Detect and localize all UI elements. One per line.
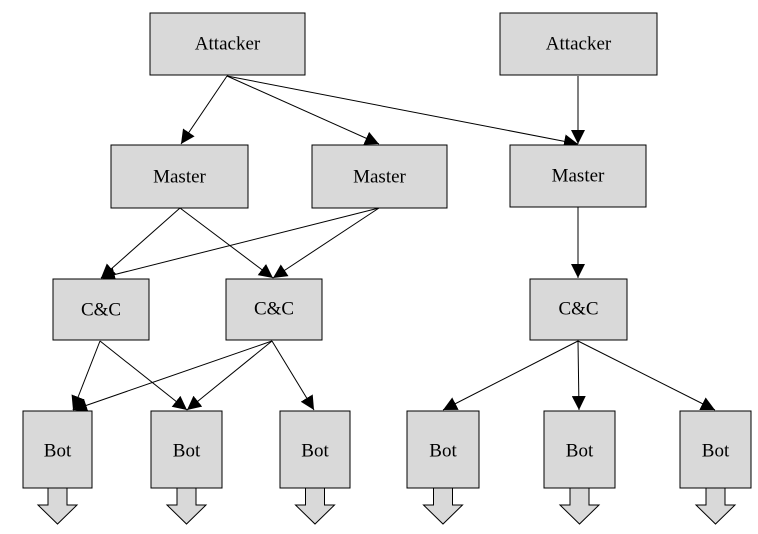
node-label: Bot [702,441,730,462]
outflow-arrow-icon [422,487,464,525]
node-label: C&C [254,299,294,320]
edge-master-1-to-cnc-2 [179,207,274,279]
edges-layer [71,75,716,413]
edge-cnc-3-to-bot-4 [442,340,579,411]
node-label: C&C [81,300,121,321]
node-label: Bot [301,441,329,462]
edge-cnc-1-to-bot-2 [99,340,188,411]
node-label: Master [353,167,406,188]
bot-node-1: Bot [22,410,93,525]
node-label: Bot [173,441,201,462]
bot-node-6: Bot [679,410,752,525]
node-label: Bot [566,441,594,462]
bot-node-3: Bot [279,410,351,525]
master-node-3: Master [509,144,647,208]
edge-master-1-to-cnc-1 [100,207,181,279]
cnc-node-3: C&C [529,278,628,341]
outflow-arrow-icon [165,487,208,525]
node-label: Attacker [195,34,261,55]
outflow-arrow-icon [694,487,737,525]
outflow-arrow-icon [558,487,601,525]
cnc-node-2: C&C [225,278,323,341]
edge-attacker-left-to-master-2 [226,75,380,145]
bot-node-4: Bot [406,410,480,525]
edge-attacker-left-to-master-1 [180,75,228,145]
node-label: Attacker [546,34,612,55]
bot-node-2: Bot [150,410,223,525]
node-label: Master [552,166,605,187]
edge-cnc-3-to-bot-6 [577,340,716,411]
edge-master-2-to-cnc-2 [272,207,380,279]
node-label: Master [153,167,206,188]
cnc-node-1: C&C [52,278,150,341]
master-node-2: Master [311,144,448,209]
node-label: Bot [44,441,72,462]
outflow-arrow-icon [294,487,336,525]
node-label: Bot [429,441,457,462]
edge-cnc-2-to-bot-1 [72,340,273,413]
outflow-arrow-icon [36,487,79,525]
edge-cnc-2-to-bot-3 [271,340,315,411]
edge-attacker-left-to-master-3 [226,75,579,149]
node-label: C&C [558,299,598,320]
master-node-1: Master [110,144,249,209]
attacker-node-right: Attacker [499,12,658,76]
attacker-node-left: Attacker [149,12,306,76]
bot-node-5: Bot [543,410,616,525]
edge-cnc-1-to-bot-1 [71,340,101,411]
edge-cnc-3-to-bot-5 [571,340,586,411]
edge-master-2-to-cnc-1 [100,207,380,282]
edge-cnc-2-to-bot-2 [186,340,273,411]
